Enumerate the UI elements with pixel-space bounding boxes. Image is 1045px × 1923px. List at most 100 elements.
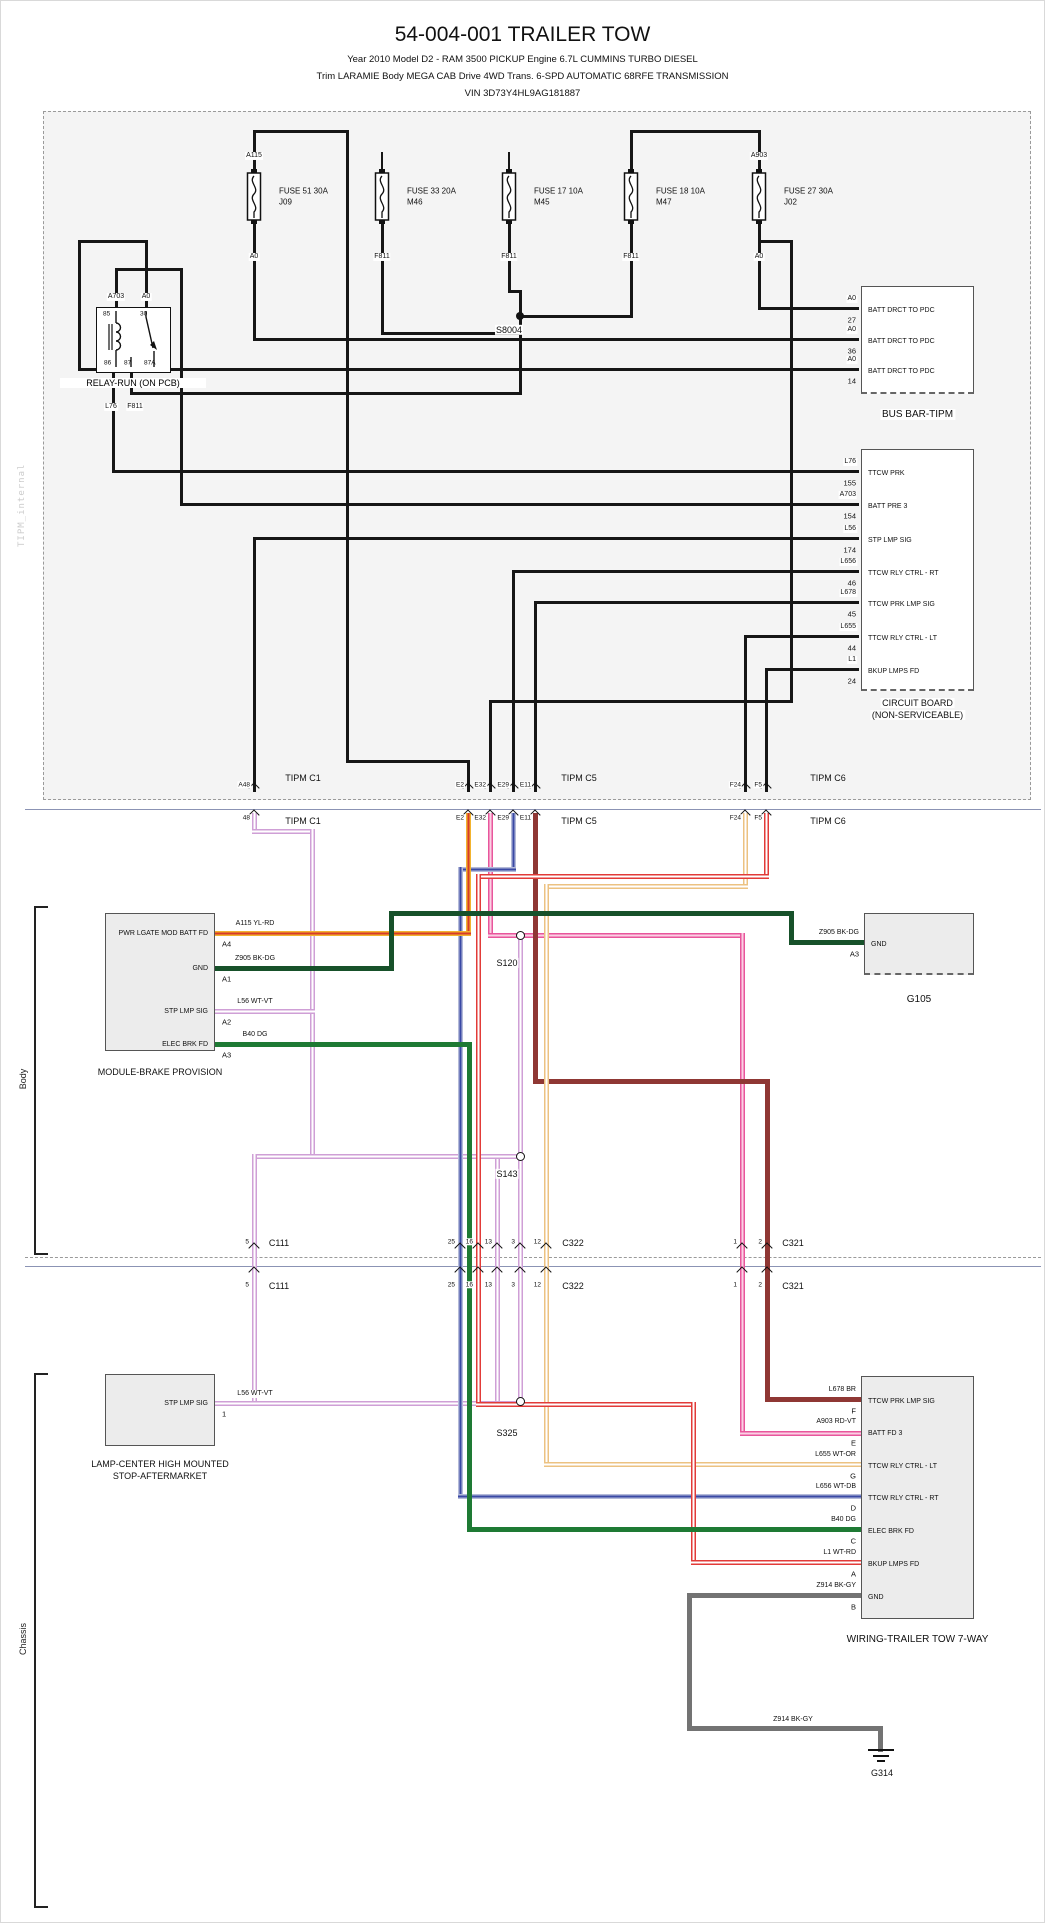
wiring-trailer-tow-7way-wire-label: L656 WT-DB xyxy=(814,1482,857,1492)
bus-bar-tipm-pin-label: 14 xyxy=(847,376,856,386)
fuse-name: FUSE 18 10A xyxy=(656,186,705,196)
relay-pin-87a: 87A xyxy=(144,359,156,367)
wiring-trailer-tow-7way-pin-label: B xyxy=(850,1602,856,1612)
connector-name-tipmc1-top: TIPM C1 xyxy=(285,772,321,783)
circuit-board-wire-label: L1 xyxy=(847,655,857,665)
wire-black-segment xyxy=(114,267,183,271)
wire-black-segment xyxy=(252,222,256,341)
relay-out-f811: F811 xyxy=(126,402,144,412)
circuit-board-pin-label: 174 xyxy=(843,545,856,555)
pin-label: 48 xyxy=(241,814,251,822)
connector-arrow-icon xyxy=(736,1242,748,1254)
wiring-trailer-tow-7way-pin-label: C xyxy=(850,1536,856,1546)
module-brake-provision-wire-label: L56 WT-VT xyxy=(236,997,274,1007)
splice-label-s325: S325 xyxy=(495,1427,519,1439)
pin-label: 5 xyxy=(244,1238,250,1246)
connector-name-tipmc5-top: TIPM C5 xyxy=(561,772,597,783)
pin-label: 3 xyxy=(510,1238,516,1246)
wire-black-segment xyxy=(764,667,768,792)
relay-internals-icon xyxy=(96,307,171,373)
circuit-board-pin-label: 24 xyxy=(847,676,856,686)
wire-l56-wt-vt-segment xyxy=(212,1008,315,1014)
g105-caption: G105 xyxy=(904,994,934,1005)
connector-arrow-icon xyxy=(761,1266,773,1278)
wire-black-segment xyxy=(488,699,492,792)
g105-box xyxy=(864,913,974,975)
connector-arrow-icon xyxy=(540,1266,552,1278)
wire-z905-bk-dg-segment xyxy=(788,910,794,945)
fuse-output-label: F811 xyxy=(622,252,640,262)
pin-label: E2 xyxy=(455,781,465,789)
pin-label: E11 xyxy=(518,781,532,789)
bus-bar-tipm-caption: BUS BAR-TIPM xyxy=(879,409,956,420)
title-vehicle-line: Year 2010 Model D2 - RAM 3500 PICKUP Eng… xyxy=(347,54,698,65)
wire-black-segment xyxy=(179,502,859,506)
connector-arrow-icon xyxy=(491,1266,503,1278)
pin-label: 13 xyxy=(483,1281,493,1289)
wire-l655-wt-or-segment xyxy=(742,812,748,889)
wire-black-segment xyxy=(252,129,349,133)
title-vin-line: VIN 3D73Y4HL9AG181887 xyxy=(464,88,581,99)
fuse-output-label: F811 xyxy=(500,252,518,262)
wire-black-segment xyxy=(144,239,148,309)
circuit-board-wire-label: A703 xyxy=(838,490,857,500)
splice-label-s8004: S8004 xyxy=(494,324,524,336)
pin-label: 1 xyxy=(732,1238,738,1246)
section-body-bracket-line xyxy=(34,906,36,1253)
circuit-board-row-label: TTCW PRK xyxy=(868,469,905,477)
circuit-board-caption: (NON-SERVICEABLE) xyxy=(869,710,966,720)
wire-black-segment xyxy=(252,536,256,792)
pin-label: 3 xyxy=(510,1281,516,1289)
wire-black-segment xyxy=(77,239,81,371)
wire-l678-br-segment xyxy=(764,1396,862,1402)
circuit-board-row-label: STP LMP SIG xyxy=(868,536,912,544)
wire-z914-bk-gy-segment xyxy=(686,1725,883,1731)
circuit-board-caption: CIRCUIT BOARD xyxy=(880,698,955,708)
wire-black-segment xyxy=(466,759,470,792)
pin-label: 13 xyxy=(483,1238,493,1246)
fuse-name: FUSE 27 30A xyxy=(784,186,833,196)
wire-black-segment xyxy=(380,331,522,335)
wire-l655-wt-or-segment xyxy=(543,1461,862,1467)
ground-symbol-bar xyxy=(868,1749,894,1751)
wire-black-segment xyxy=(518,289,522,395)
module-brake-provision-wire-label: Z905 BK-DG xyxy=(233,954,277,964)
wire-l56-wt-vt-segment xyxy=(251,828,315,834)
wire-l56-wt-vt-segment xyxy=(517,936,523,1404)
wire-black-segment xyxy=(381,152,383,170)
fuse-name: FUSE 51 30A xyxy=(279,186,328,196)
relay-feed-a703: A703 xyxy=(106,292,126,302)
wiring-trailer-tow-7way-pin-label: A xyxy=(850,1569,856,1579)
circuit-board-pin-label: 154 xyxy=(843,511,856,521)
pin-label: 25 xyxy=(446,1281,456,1289)
pin-label: F5 xyxy=(753,781,763,789)
wire-z905-bk-dg-segment xyxy=(212,965,394,971)
fuse-code: M46 xyxy=(407,197,423,207)
wiring-trailer-tow-7way-pin-label: G xyxy=(850,1471,856,1481)
connector-name-tipmc5-bottom: TIPM C5 xyxy=(561,815,597,826)
wire-a115-yl-rd-segment xyxy=(465,812,471,936)
wire-l1-wt-rd-segment xyxy=(475,873,481,1407)
fuse-code: M47 xyxy=(656,197,672,207)
fuse-code: J02 xyxy=(784,197,797,207)
section-chassis-bracket-bottom xyxy=(34,1906,48,1908)
wire-black-segment xyxy=(111,469,859,473)
bus-bar-tipm-row-label: BATT DRCT TO PDC xyxy=(868,337,935,345)
wire-black-segment xyxy=(757,239,793,243)
relay-pin-87: 87 xyxy=(124,359,132,367)
wire-black-segment xyxy=(345,129,349,763)
pin-label: 16 xyxy=(464,1281,474,1289)
wiring-trailer-tow-7way-row-label: GND xyxy=(868,1593,884,1601)
relay-out-l76: L76 xyxy=(104,402,118,412)
wire-l56-wt-vt-segment xyxy=(251,1153,257,1406)
pin-label: 12 xyxy=(532,1281,542,1289)
g105-pin-label: A3 xyxy=(849,949,859,959)
wire-l678-br-segment xyxy=(764,1078,770,1402)
wire-l678-br-segment xyxy=(532,1078,770,1084)
wire-black-segment xyxy=(533,600,859,604)
connector-arrow-icon xyxy=(472,1266,484,1278)
body-chassis-dashed-divider xyxy=(25,1257,1041,1258)
connector-arrow-icon xyxy=(491,1242,503,1254)
connector-name-c322-bottom: C322 xyxy=(562,1280,584,1291)
bus-bar-tipm-wire-label: A0 xyxy=(846,355,857,365)
